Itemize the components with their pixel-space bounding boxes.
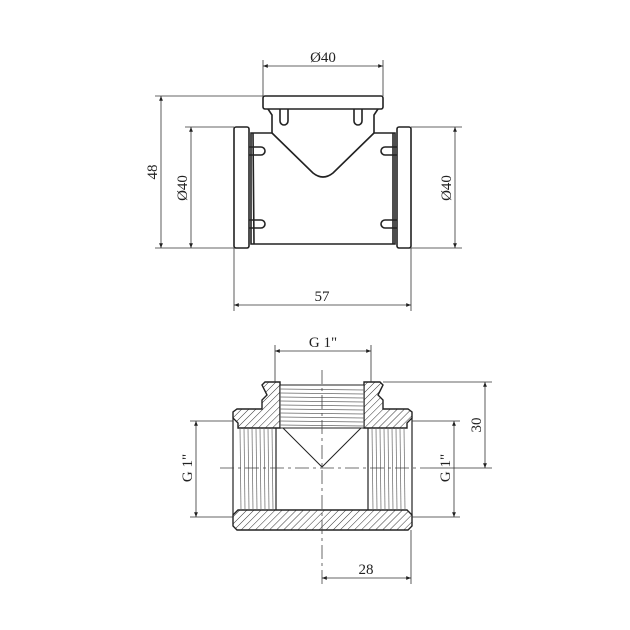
threads — [232, 384, 413, 515]
section-dimension-lines — [190, 345, 492, 584]
dimension-lines — [155, 60, 462, 311]
hatched-walls — [232, 381, 413, 531]
dim-right-thread: G 1" — [438, 454, 454, 482]
section-view: G 1" 30 G 1" G 1" 28 — [180, 335, 492, 585]
dim-right-diameter: Ø40 — [439, 175, 455, 201]
top-view: Ø40 48 Ø40 Ø40 57 — [145, 50, 462, 311]
center-lines — [220, 370, 430, 585]
dim-branch-height: 30 — [469, 418, 485, 433]
dim-height: 48 — [145, 165, 161, 180]
dim-length: 57 — [315, 289, 331, 305]
dim-left-thread: G 1" — [180, 454, 196, 482]
tee-outline — [233, 95, 412, 249]
dim-left-diameter: Ø40 — [175, 175, 191, 201]
dim-top-thread: G 1" — [309, 335, 337, 351]
dim-top-diameter: Ø40 — [310, 50, 336, 66]
dim-half-length: 28 — [359, 562, 374, 578]
